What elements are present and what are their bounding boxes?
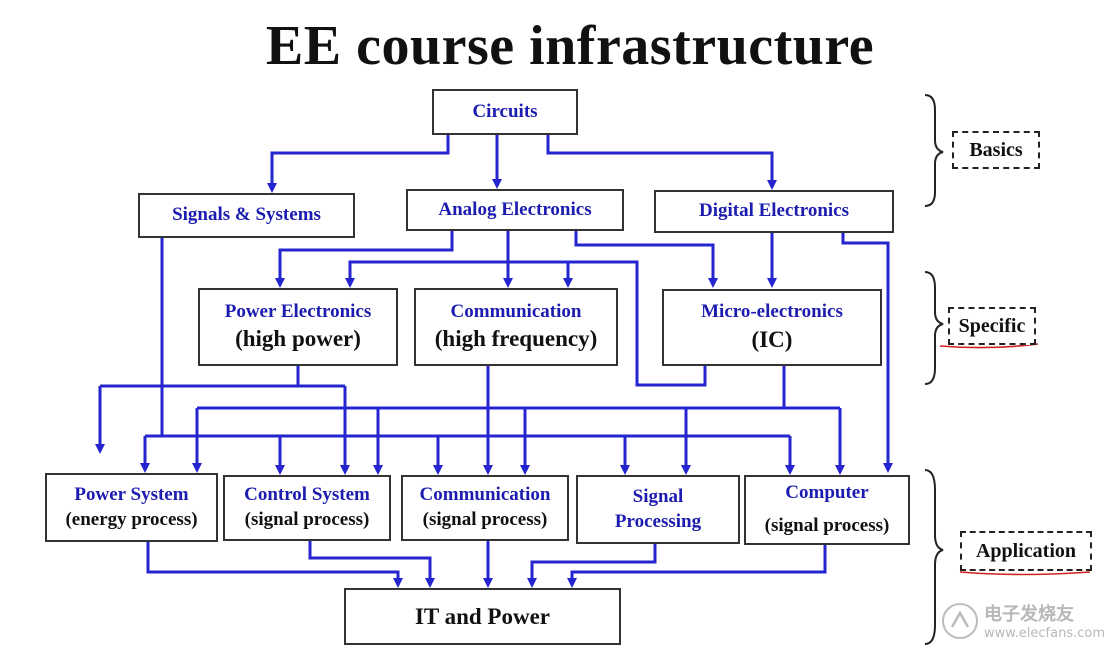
node-power-system: Power System (energy process) xyxy=(45,473,218,542)
node-label: Circuits xyxy=(472,100,538,122)
node-label: Power System xyxy=(74,483,189,505)
node-circuits: Circuits xyxy=(432,89,578,135)
arrow-power-system-it xyxy=(146,542,403,588)
node-it-and-power: IT and Power xyxy=(344,588,621,645)
arrow-computer-it xyxy=(567,545,827,588)
node-label: Communication xyxy=(450,300,582,322)
watermark-brand: 电子发烧友 xyxy=(983,604,1074,625)
node-micro-electronics: Micro-electronics (IC) xyxy=(662,289,882,366)
node-signal-processing: Signal Processing xyxy=(576,475,740,544)
node-label: Digital Electronics xyxy=(698,200,850,222)
node-label-line2: Processing xyxy=(614,510,702,532)
node-label: Signals & Systems xyxy=(172,204,321,226)
node-signals-systems: Signals & Systems xyxy=(138,193,355,238)
level-application: Application xyxy=(960,531,1092,571)
node-communication-app: Communication (signal process) xyxy=(401,475,569,541)
annotation-underline-application xyxy=(959,571,1091,576)
node-sublabel: (signal process) xyxy=(244,509,370,530)
watermark-site: www.elecfans.com xyxy=(983,626,1105,641)
node-sublabel: (high frequency) xyxy=(434,326,598,352)
annotation-underline-specific xyxy=(939,343,1039,349)
node-label: Signal xyxy=(632,485,684,507)
node-computer: Computer (signal process) xyxy=(744,475,910,545)
node-label: IT and Power xyxy=(414,603,551,629)
diagram-title: EE course infrastructure xyxy=(265,15,875,77)
node-sublabel: (signal process) xyxy=(764,515,890,536)
arrow-analog-micro xyxy=(574,231,718,288)
node-power-electronics: Power Electronics (high power) xyxy=(198,288,398,366)
arrow-circuits-signals xyxy=(267,135,450,193)
node-analog-electronics: Analog Electronics xyxy=(406,189,624,231)
node-sublabel: (high power) xyxy=(235,326,361,352)
watermark: 电子发烧友 www.elecfans.com xyxy=(940,600,1105,641)
arrow-analog-power-electronics-2 xyxy=(345,260,510,288)
node-label: Control System xyxy=(244,484,370,506)
arrow-analog-power-electronics xyxy=(275,231,454,288)
bracket-specific xyxy=(924,271,944,385)
arrow-digital-computer xyxy=(841,233,893,473)
node-control-system: Control System (signal process) xyxy=(223,475,391,541)
arrow-control-it xyxy=(308,541,435,588)
node-sublabel: (energy process) xyxy=(65,508,198,530)
node-digital-electronics: Digital Electronics xyxy=(654,190,894,233)
watermark-logo-icon xyxy=(941,602,978,639)
bracket-basics xyxy=(924,94,944,207)
level-basics: Basics xyxy=(952,131,1040,169)
arrow-circuits-digital xyxy=(546,135,777,190)
arrow-signal-it xyxy=(527,544,657,588)
node-label: Computer xyxy=(785,482,869,504)
node-label: Analog Electronics xyxy=(438,198,592,220)
arrow-analog-communication-2 xyxy=(508,260,573,288)
node-communication-specific: Communication (high frequency) xyxy=(414,288,618,366)
node-label: Micro-electronics xyxy=(701,301,843,323)
connector-analog-to-micro-loop xyxy=(568,260,707,387)
bracket-application xyxy=(924,469,944,645)
node-sublabel: (IC) xyxy=(751,326,793,352)
level-specific: Specific xyxy=(948,307,1036,345)
node-label: Communication xyxy=(419,484,551,506)
node-label: Power Electronics xyxy=(224,300,372,322)
node-sublabel: (signal process) xyxy=(422,509,548,530)
